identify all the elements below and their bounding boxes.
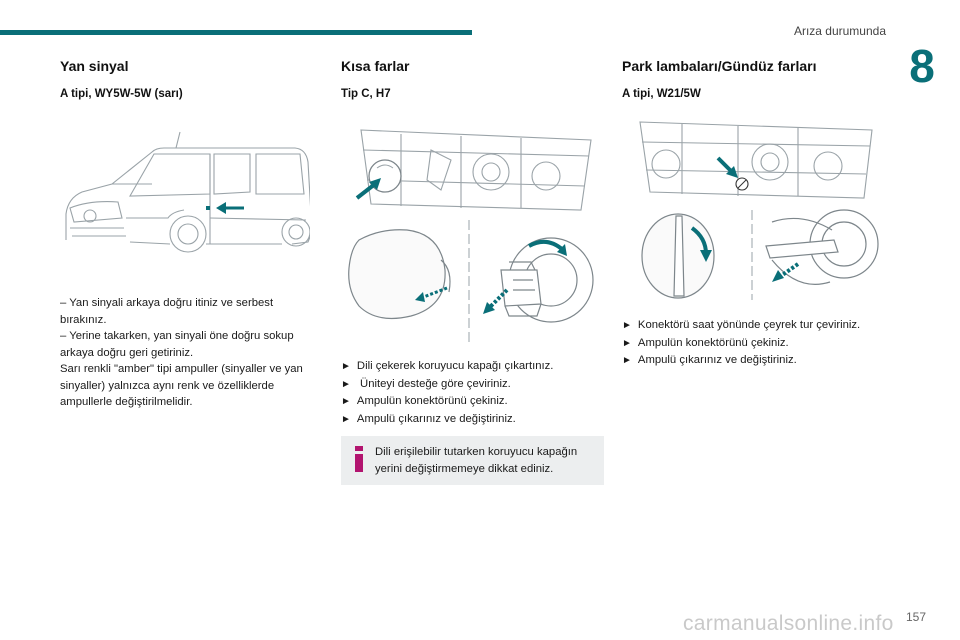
arrow-icon (415, 286, 448, 302)
step-item: ►Ampulü çıkarınız ve değiştiriniz. (341, 412, 516, 425)
arrow-icon (528, 239, 567, 256)
section-title: Yan sinyal (60, 58, 129, 74)
chapter-number: 8 (896, 40, 948, 92)
step-marker-icon: ► (341, 396, 351, 407)
arrow-icon (690, 226, 712, 262)
info-icon (355, 446, 363, 472)
section-title: Park lambaları/Gündüz farları (622, 58, 817, 74)
headlamp-illustration (341, 120, 594, 350)
section-subtitle: A tipi, WY5W-5W (sarı) (60, 88, 183, 100)
page-number: 157 (905, 610, 926, 624)
watermark: carmanualsonline.info (683, 612, 894, 635)
step-list: ►Dili çekerek koruyucu kapağı çıkartınız… (341, 358, 591, 428)
step-marker-icon: ► (622, 320, 632, 331)
column-side-indicator: Yan sinyal A tipi, WY5W-5W (sarı) (60, 56, 313, 411)
arrow-icon (483, 288, 509, 314)
step-item: ►Ampulün konektörünü çekiniz. (622, 336, 789, 349)
paragraph: – Yan sinyali arkaya doğru itiniz ve ser… (60, 297, 274, 326)
arrow-icon (772, 262, 800, 282)
step-marker-icon: ► (622, 337, 632, 349)
low-beam-diagram (348, 129, 594, 342)
column-parking-lamps: Park lambaları/Gündüz farları A tipi, W2… (622, 56, 879, 370)
running-title: Arıza durumunda (793, 24, 886, 38)
step-marker-icon: ► (341, 413, 351, 425)
section-subtitle: Tip C, H7 (341, 88, 391, 100)
section-title: Kısa farlar (341, 58, 410, 74)
arrow-icon (355, 178, 381, 200)
step-item: ►Konektörü saat yönünde çeyrek tur çevir… (622, 319, 861, 331)
step-marker-icon: ► (341, 378, 351, 390)
step-item: ► Üniteyi desteğe göre çeviriniz. (341, 377, 511, 390)
parking-lamp-illustration (622, 114, 879, 309)
step-marker-icon: ► (341, 361, 351, 372)
step-item: ►Ampulü çıkarınız ve değiştiriniz. (622, 354, 797, 366)
section-subtitle: A tipi, W21/5W (622, 88, 701, 100)
info-note: Dili erişilebilir tutarken koruyucu kapa… (341, 436, 604, 485)
column-low-beam: Kısa farlar Tip C, H7 (341, 56, 604, 485)
step-item: ►Dili çekerek koruyucu kapağı çıkartınız… (341, 360, 554, 372)
van-illustration (60, 122, 313, 277)
step-marker-icon: ► (622, 355, 632, 366)
header-accent-bar (0, 30, 472, 35)
step-item: ►Ampulün konektörünü çekiniz. (341, 395, 508, 407)
arrow-icon (716, 156, 738, 178)
paragraph: Sarı renkli "amber" tipi ampuller (sinya… (60, 363, 303, 408)
van-side-indicator-diagram (65, 131, 313, 253)
parking-lamp-diagram (639, 121, 879, 300)
arrow-icon (216, 202, 244, 214)
step-list: ►Konektörü saat yönünde çeyrek tur çevir… (622, 317, 872, 370)
info-text: Dili erişilebilir tutarken koruyucu kapa… (375, 446, 578, 475)
paragraph: – Yerine takarken, yan sinyali öne doğru… (60, 330, 294, 359)
instructions: – Yan sinyali arkaya doğru itiniz ve ser… (60, 295, 310, 411)
